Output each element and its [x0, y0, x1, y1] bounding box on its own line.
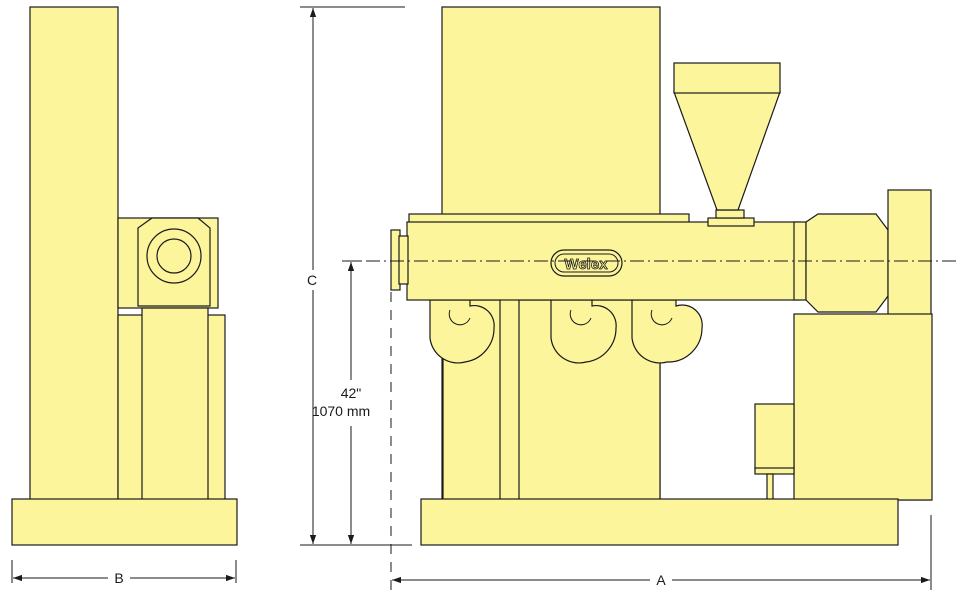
feed-throat-base [707, 217, 755, 227]
welex-logo-text: Welex [564, 256, 608, 273]
dimension-b: B [11, 560, 237, 586]
end-view-center-column [141, 307, 209, 501]
feed-throat [715, 209, 745, 219]
dimension-height-inches: 42" [341, 385, 362, 401]
dimension-c-label: C [307, 272, 317, 288]
dimension-centerline-height: 42" 1070 mm [312, 260, 370, 544]
end-view-barrel-circle-inner [156, 238, 192, 274]
side-view: Welex [342, 6, 958, 546]
gearbox-coupling [805, 213, 889, 313]
welex-logo-badge [550, 249, 623, 277]
control-motor-shaft [766, 473, 774, 501]
control-motor-box [754, 403, 795, 471]
dimension-a: A [390, 292, 932, 593]
dimension-height-mm: 1070 mm [312, 403, 370, 419]
hopper-cone [673, 91, 781, 211]
barrel-die-adapter [398, 235, 409, 285]
heater-scroll-2 [550, 299, 617, 364]
dimension-b-label: B [114, 570, 123, 586]
end-view-tall-panel [29, 6, 119, 501]
dimension-a-label: A [656, 572, 666, 588]
end-view [11, 6, 238, 546]
heater-scroll-1 [429, 299, 495, 364]
control-motor-plate [754, 467, 795, 475]
drive-stand [793, 313, 933, 501]
side-view-base [420, 498, 899, 546]
dimension-c: C [300, 6, 412, 546]
heater-scroll-3 [631, 299, 703, 364]
end-view-base [11, 498, 238, 546]
hopper-top [673, 62, 781, 94]
